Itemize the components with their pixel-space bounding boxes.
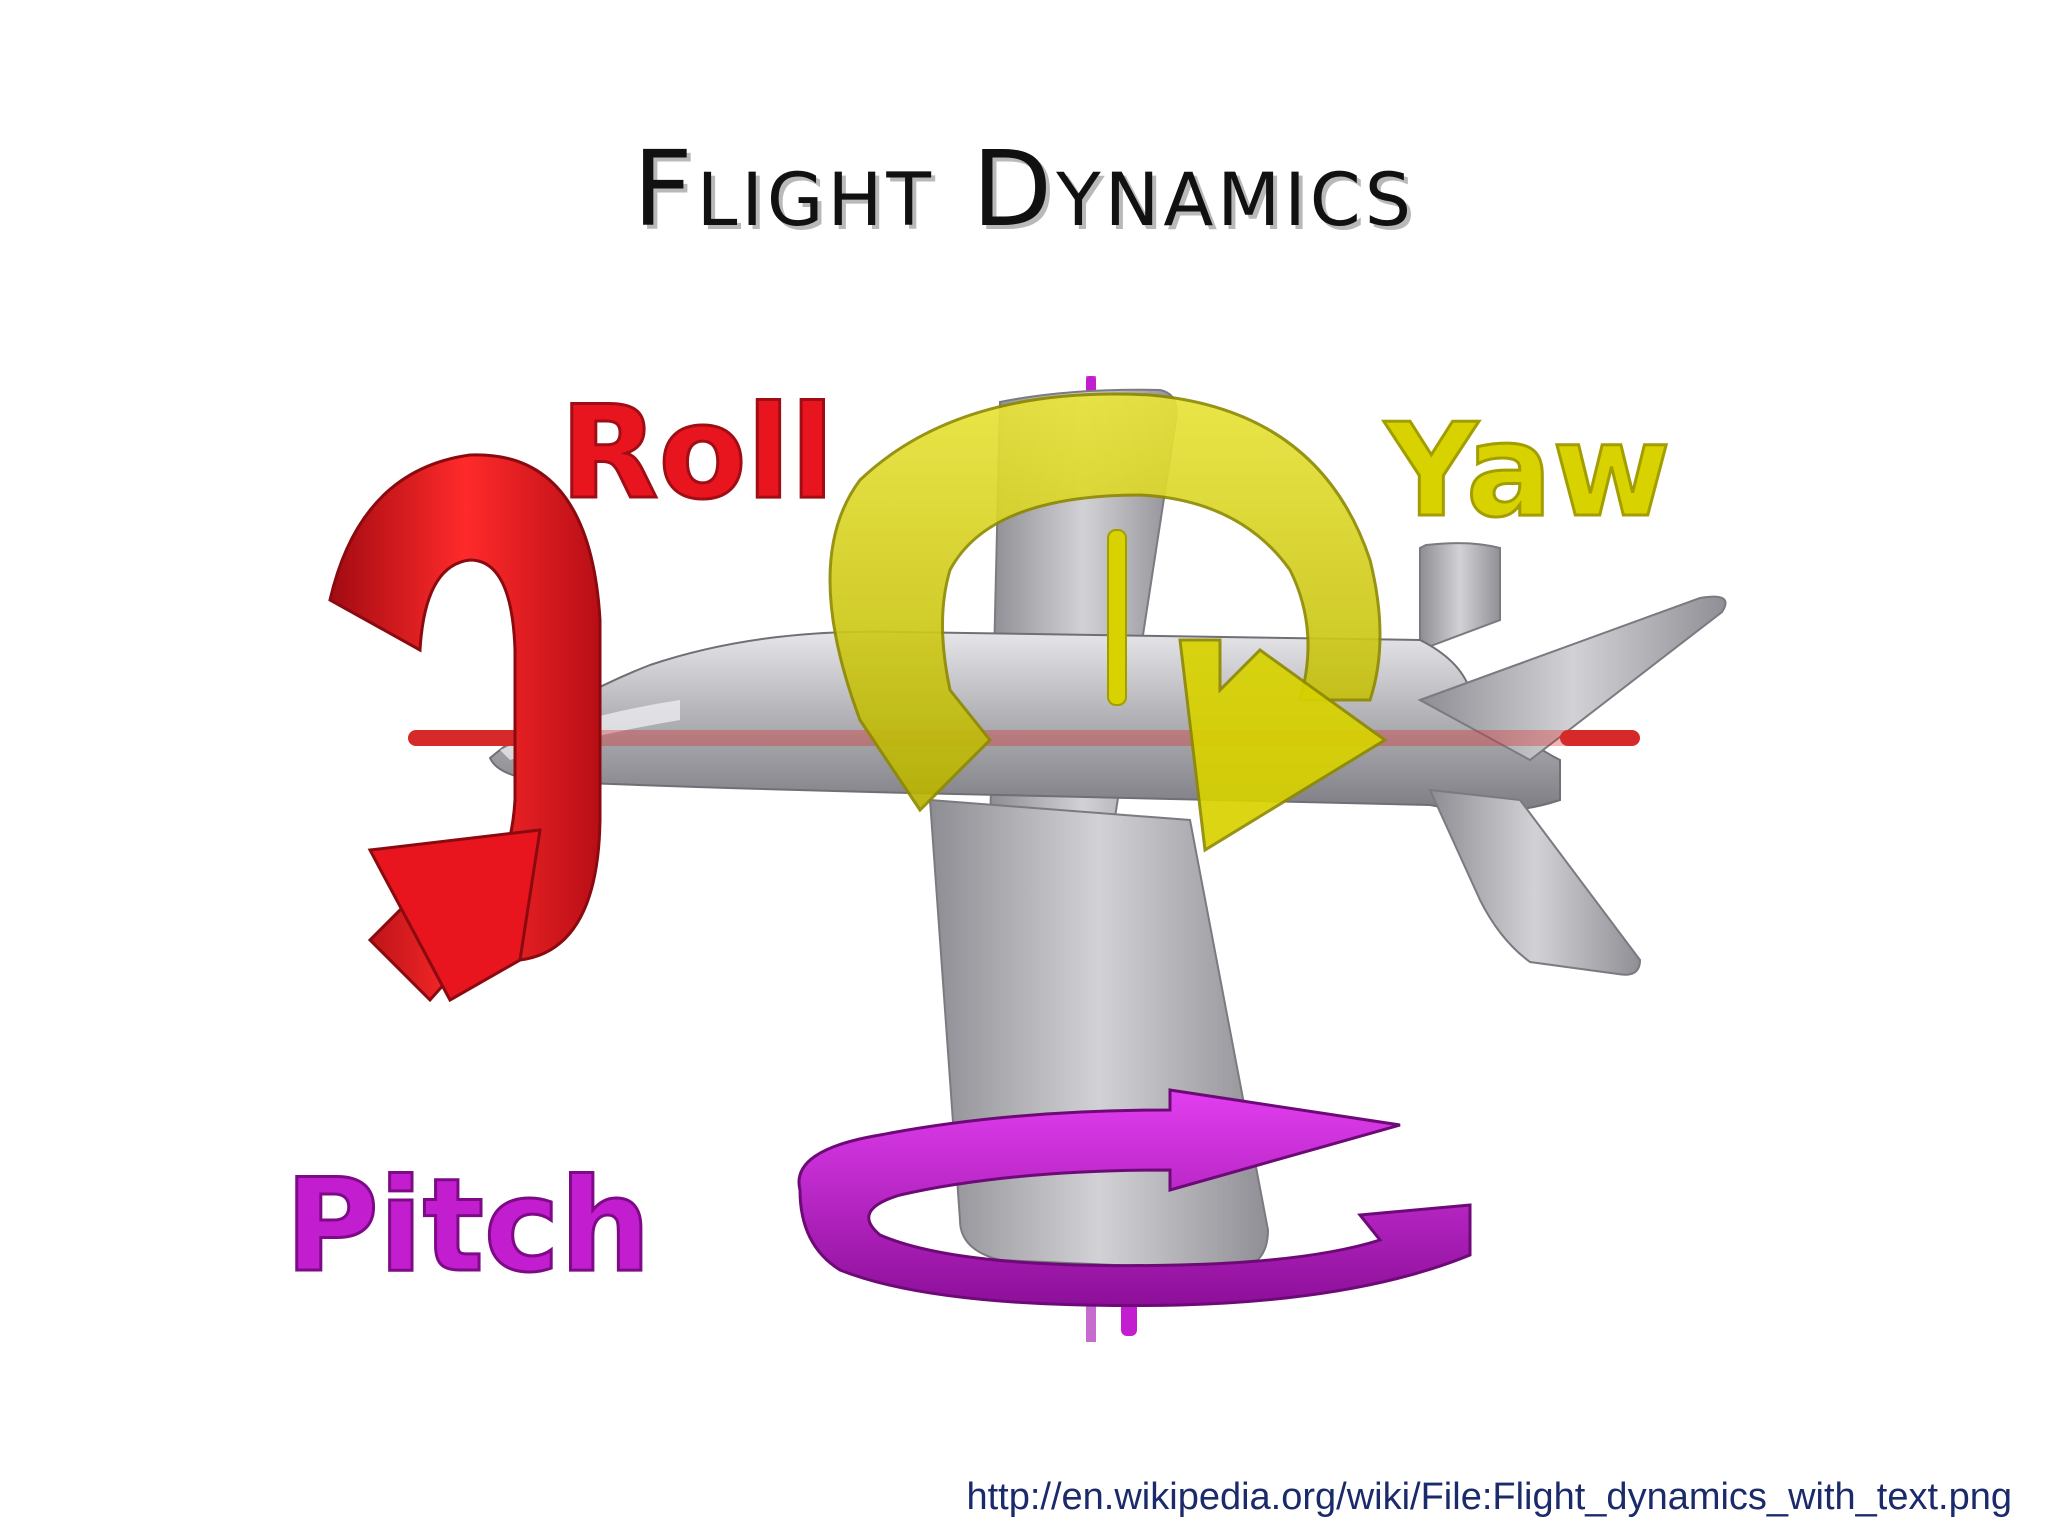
pitch-label: Pitch: [285, 1152, 651, 1301]
curved-arrow-yaw-icon: [828, 392, 1388, 853]
slide-title: Flight Dynamics: [632, 128, 1416, 250]
curved-arrow-roll-icon: [328, 453, 602, 1003]
roll-label: Roll: [560, 379, 834, 528]
curved-arrow-pitch-icon: [797, 1088, 1472, 1308]
yaw-label: Yaw: [1383, 397, 1671, 546]
yaw-axis-line: [1107, 529, 1127, 706]
source-link[interactable]: http://en.wikipedia.org/wiki/File:Flight…: [966, 1476, 2012, 1518]
